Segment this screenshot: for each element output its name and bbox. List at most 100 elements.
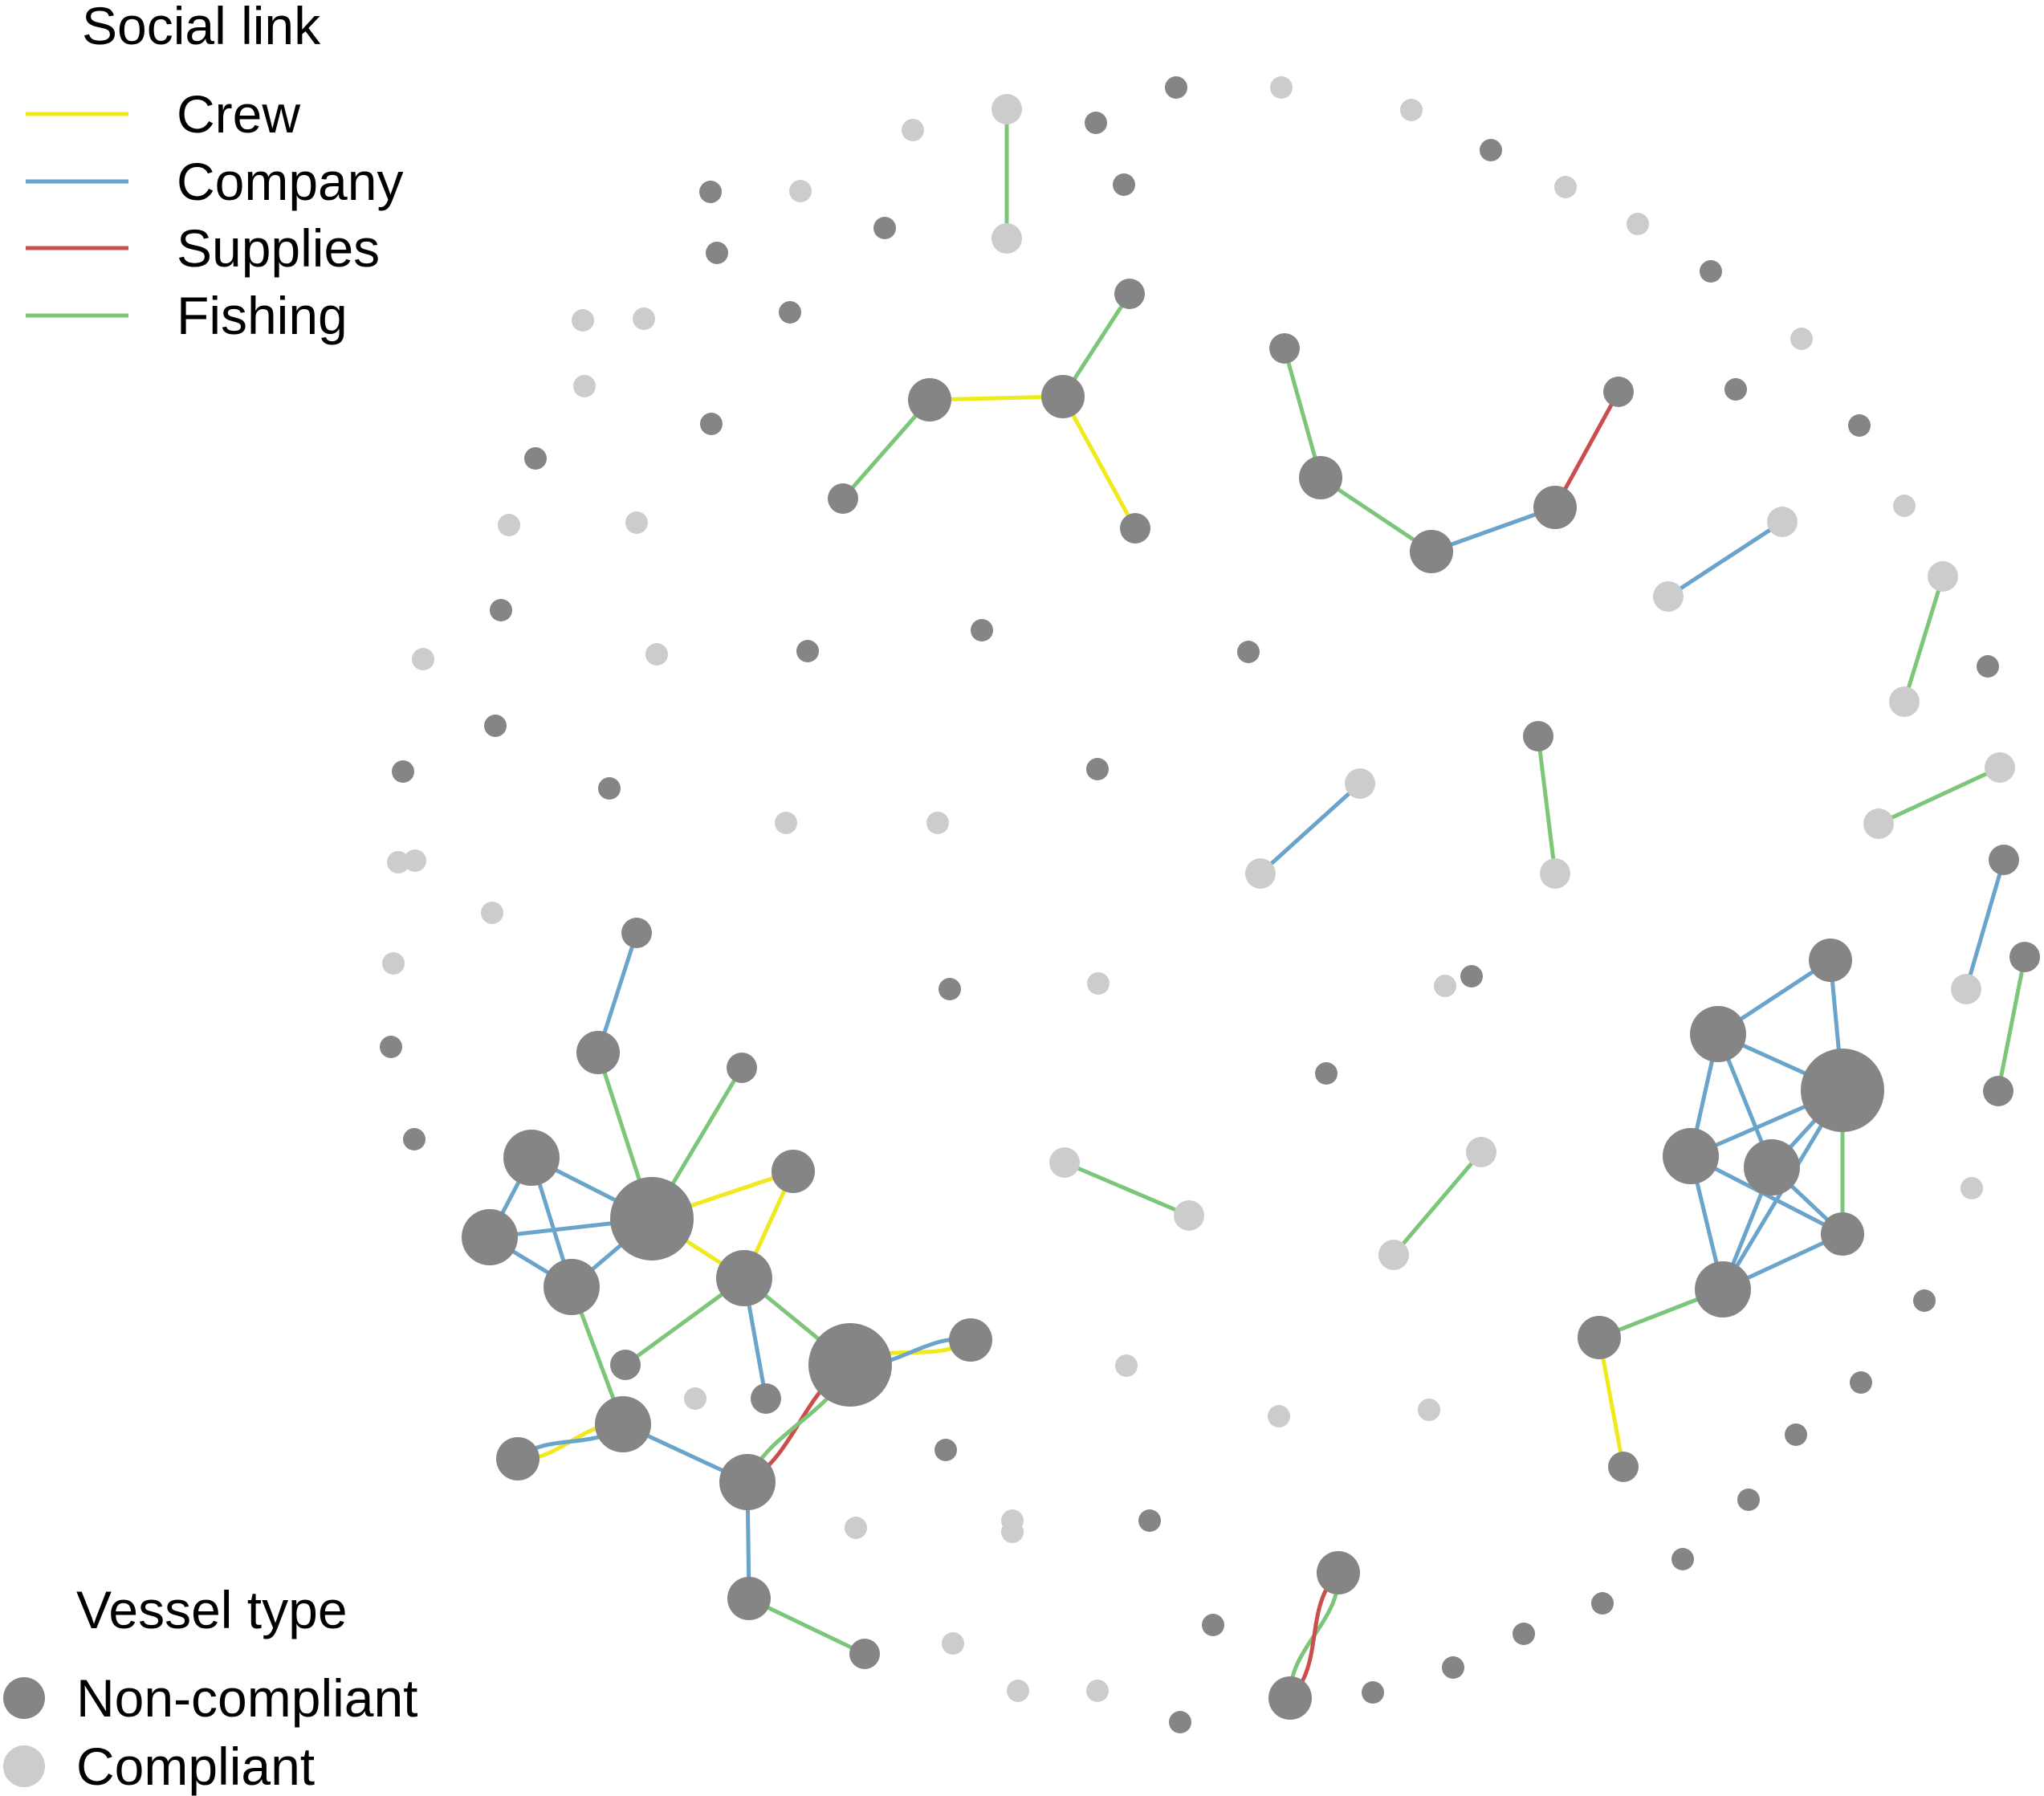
edge-company xyxy=(1431,505,1556,554)
vessel-node-compliant xyxy=(498,514,520,536)
vessel-node-noncompliant xyxy=(1695,1261,1751,1317)
edge-fishing xyxy=(1877,765,2001,826)
vessel-node-noncompliant xyxy=(1913,1289,1936,1312)
edge-crew xyxy=(1061,395,1138,530)
edge-supplies xyxy=(1553,390,1621,509)
edge-company xyxy=(1259,782,1362,875)
vessel-node-noncompliant xyxy=(1785,1423,1807,1446)
vessel-node-noncompliant xyxy=(1983,1076,2013,1106)
vessel-node-noncompliant xyxy=(700,413,723,435)
edge-fishing xyxy=(1319,475,1433,554)
vessel-node-noncompliant xyxy=(1801,1049,1884,1132)
vessel-node-noncompliant xyxy=(1114,279,1145,309)
vessel-node-noncompliant xyxy=(873,217,896,239)
edge-fishing xyxy=(1064,1160,1190,1218)
vessel-node-noncompliant xyxy=(1410,530,1453,573)
vessel-node-compliant xyxy=(1863,808,1894,839)
vessel-node-noncompliant xyxy=(1603,377,1634,407)
vessel-node-noncompliant xyxy=(779,301,801,324)
legend-label-crew: Crew xyxy=(177,84,300,144)
vessel-node-noncompliant xyxy=(1977,655,1999,678)
vessel-node-compliant xyxy=(1086,1680,1109,1702)
vessel-node-compliant xyxy=(1378,1240,1409,1270)
vessel-node-noncompliant xyxy=(1848,414,1871,437)
vessel-node-compliant xyxy=(1985,752,2015,783)
vessel-node-noncompliant xyxy=(1809,939,1852,982)
vessel-node-compliant xyxy=(1893,495,1916,517)
vessel-node-compliant xyxy=(1434,975,1456,997)
edge-company xyxy=(1667,519,1784,599)
edge-company xyxy=(1964,859,2006,990)
vessel-node-noncompliant xyxy=(796,640,819,662)
vessel-node-noncompliant xyxy=(706,242,728,264)
vessel-node-compliant xyxy=(1115,1354,1138,1377)
vessel-node-noncompliant xyxy=(971,619,993,641)
vessel-node-noncompliant xyxy=(772,1150,815,1193)
vessel-node-noncompliant xyxy=(751,1383,781,1414)
vessel-node-noncompliant xyxy=(1299,456,1342,499)
vessel-node-noncompliant xyxy=(595,1396,651,1452)
vessel-node-noncompliant xyxy=(610,1350,641,1380)
vessel-node-noncompliant xyxy=(1608,1452,1639,1482)
vessel-node-compliant xyxy=(1466,1137,1496,1167)
vessel-node-noncompliant xyxy=(727,1577,771,1620)
vessel-node-noncompliant xyxy=(1113,173,1135,196)
vessel-node-compliant xyxy=(387,851,409,874)
vessel-node-noncompliant xyxy=(621,918,652,948)
vessel-node-noncompliant xyxy=(1317,1551,1360,1594)
vessel-node-compliant xyxy=(1627,213,1649,235)
vessel-node-compliant xyxy=(382,952,405,975)
vessel-node-noncompliant xyxy=(2009,942,2040,972)
vessel-node-compliant xyxy=(991,223,1022,254)
vessel-node-compliant xyxy=(1245,858,1276,889)
vessel-node-noncompliant xyxy=(503,1130,560,1186)
vessel-node-compliant xyxy=(1345,768,1375,799)
vessel-node-noncompliant xyxy=(1086,758,1109,780)
vessel-node-compliant xyxy=(1928,561,1958,592)
vessel-type-legend-title: Vessel type xyxy=(76,1580,348,1639)
vessel-node-compliant xyxy=(1007,1680,1029,1702)
vessel-node-compliant xyxy=(1270,76,1293,99)
vessel-node-noncompliant xyxy=(1671,1548,1694,1570)
vessel-node-compliant xyxy=(789,180,812,202)
vessel-node-noncompliant xyxy=(699,181,722,203)
vessel-node-noncompliant xyxy=(524,447,547,470)
vessel-node-compliant xyxy=(1418,1399,1440,1421)
vessel-node-compliant xyxy=(412,648,434,670)
vessel-node-compliant xyxy=(572,309,594,332)
social-link-legend: Social link Crew Company Supplies Fishin… xyxy=(26,0,403,345)
vessel-node-noncompliant xyxy=(1724,378,1747,401)
vessel-node-noncompliant xyxy=(1513,1623,1535,1645)
vessel-node-compliant xyxy=(991,94,1022,124)
vessel-node-noncompliant xyxy=(1989,845,2019,875)
vessel-node-compliant xyxy=(926,812,949,834)
edge-fishing xyxy=(1996,956,2027,1092)
vessel-node-noncompliant xyxy=(1041,375,1085,418)
vessel-node-compliant xyxy=(1767,507,1798,537)
vessel-node-noncompliant xyxy=(610,1177,694,1260)
vessel-node-noncompliant xyxy=(808,1323,892,1407)
legend-swatch-compliant xyxy=(3,1745,45,1787)
vessel-node-compliant xyxy=(645,643,668,666)
vessel-node-noncompliant xyxy=(576,1031,620,1074)
vessel-node-noncompliant xyxy=(1578,1316,1621,1359)
vessel-node-compliant xyxy=(1540,858,1570,889)
edge-fishing xyxy=(841,398,931,500)
vessel-node-noncompliant xyxy=(496,1437,540,1480)
legend-label-fishing: Fishing xyxy=(177,286,348,345)
vessel-node-noncompliant xyxy=(939,978,961,1000)
vessel-node-noncompliant xyxy=(1202,1614,1224,1636)
legend-label-noncompliant: Non-compliant xyxy=(76,1668,418,1728)
vessel-node-noncompliant xyxy=(1850,1371,1872,1394)
vessel-node-noncompliant xyxy=(1269,333,1300,364)
vessel-node-compliant xyxy=(1790,328,1813,350)
vessel-node-noncompliant xyxy=(380,1036,402,1058)
vessel-node-noncompliant xyxy=(908,378,951,422)
vessel-node-noncompliant xyxy=(1700,260,1722,283)
edge-fishing xyxy=(1536,735,1557,874)
vessel-node-compliant xyxy=(573,375,596,397)
vessel-node-noncompliant xyxy=(403,1128,425,1150)
vessel-node-noncompliant xyxy=(1663,1128,1719,1184)
legend-label-compliant: Compliant xyxy=(76,1737,315,1796)
